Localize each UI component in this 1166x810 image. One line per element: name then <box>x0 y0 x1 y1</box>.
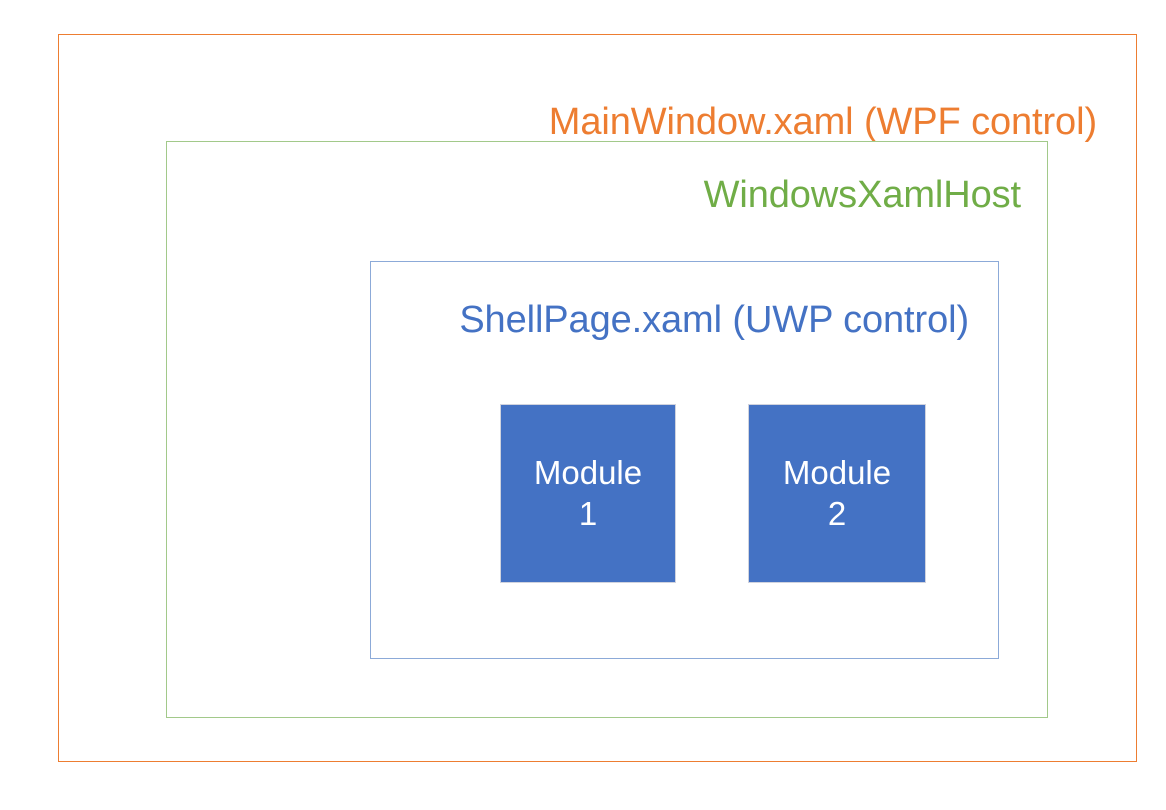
module-tile-2-line2: 2 <box>827 494 847 532</box>
container-shellpage-label: ShellPage.xaml (UWP control) <box>459 299 969 341</box>
module-tile-2: Module 2 <box>748 404 926 583</box>
container-windowsxamlhost: WindowsXamlHost <box>166 141 1048 718</box>
module-tile-1-line1: Module <box>533 454 643 492</box>
module-tile-1-line2: 1 <box>578 494 598 532</box>
container-mainwindow-label: MainWindow.xaml (WPF control) <box>548 101 1097 143</box>
container-shellpage: ShellPage.xaml (UWP control) <box>370 261 999 659</box>
container-windowsxamlhost-label: WindowsXamlHost <box>703 174 1021 216</box>
module-tile-1: Module 1 <box>500 404 676 583</box>
container-mainwindow: MainWindow.xaml (WPF control) <box>58 34 1137 762</box>
module-tile-2-line1: Module <box>782 454 892 492</box>
